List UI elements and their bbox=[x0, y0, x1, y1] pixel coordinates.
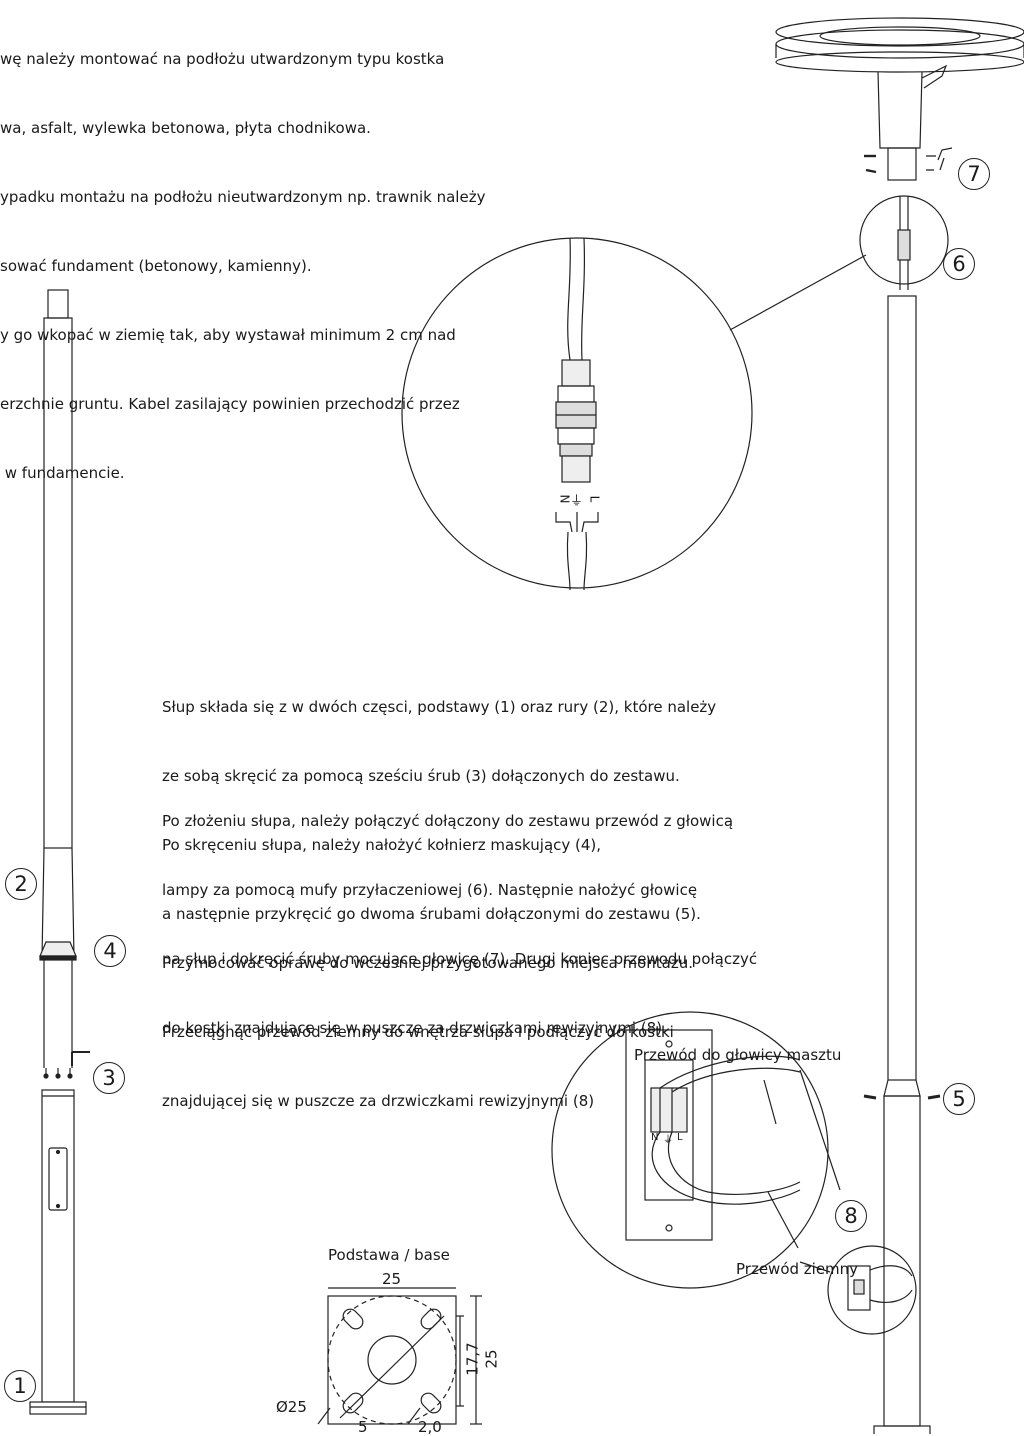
instruction-line: lampy za pomocą mufy przyłaczeniowej (6)… bbox=[162, 881, 698, 899]
fixing-screws-3 bbox=[43, 1068, 73, 1079]
intro-line: sować fundament (betonowy, kamienny). bbox=[0, 257, 312, 275]
base-plate-drawing bbox=[317, 1287, 482, 1425]
intro-line: ypadku montażu na podłożu nieutwardzonym… bbox=[0, 188, 486, 206]
revision-box-on-pole bbox=[799, 1245, 917, 1335]
instruction-line: na słup i dokręcić śruby mocujące głowic… bbox=[162, 950, 758, 968]
instruction-line: a następnie przykręcić go dwoma śrubami … bbox=[162, 905, 701, 923]
instruction-line: Po złożeniu słupa, należy połączyć dołąc… bbox=[162, 812, 734, 830]
hex-key bbox=[71, 1051, 90, 1066]
lamp-head bbox=[775, 17, 1024, 181]
callout-6: 6 bbox=[943, 248, 975, 280]
intro-line: wę należy montować na podłożu utwardzony… bbox=[0, 50, 445, 68]
dim-slot-length: 5 bbox=[358, 1418, 368, 1436]
intro-line: wa, asfalt, wylewka betonowa, płyta chod… bbox=[0, 119, 371, 137]
box-terminal-n: N bbox=[651, 1132, 659, 1143]
instruction-line: do kostki znajdujące się w puszcze za dr… bbox=[162, 1019, 667, 1037]
label-base-title: Podstawa / base bbox=[328, 1246, 450, 1264]
intro-line: erzchnie gruntu. Kabel zasilający powini… bbox=[0, 395, 460, 413]
instruction-line: znajdującej się w puszcze za drzwiczkami… bbox=[162, 1092, 595, 1110]
dim-slot-width: 2,0 bbox=[418, 1418, 442, 1436]
instruction-line: Słup składa się z w dwóch częsci, podsta… bbox=[162, 698, 717, 716]
assembled-pole bbox=[873, 295, 931, 1434]
intro-line: y go wkopać w ziemię tak, aby wystawał m… bbox=[0, 326, 456, 344]
pole-base-part bbox=[29, 1089, 87, 1415]
cable-connector-circle bbox=[859, 195, 949, 290]
terminal-l: L bbox=[587, 495, 602, 503]
callout-7: 7 bbox=[958, 158, 990, 190]
instruction-line: Przeciągnąć przewód ziemny do wnętrza sł… bbox=[162, 1023, 674, 1041]
masking-collar bbox=[39, 941, 77, 961]
dim-height: 25 bbox=[482, 1349, 501, 1369]
callout-2: 2 bbox=[5, 868, 37, 900]
collar-screws-5 bbox=[863, 1094, 941, 1100]
dim-bolt-circle: Ø25 bbox=[276, 1398, 307, 1416]
instructions-paragraph-3: Przymocować oprawę do wczesniej przygoto… bbox=[162, 906, 693, 1136]
terminal-earth-icon: ⏚ bbox=[570, 494, 584, 509]
head-fixing-screws bbox=[864, 147, 953, 174]
callout-1: 1 bbox=[4, 1370, 36, 1402]
callout-5: 5 bbox=[943, 1083, 975, 1115]
dim-hole-spacing: 17,7 bbox=[463, 1342, 482, 1376]
instructions-paragraph-1: Słup składa się z w dwóch częsci, podsta… bbox=[162, 650, 716, 949]
box-terminal-l: L bbox=[677, 1132, 683, 1143]
box-terminal-earth-icon: ⏚ bbox=[663, 1135, 673, 1146]
intro-line: w fundamencie. bbox=[0, 464, 125, 482]
junction-box-detail bbox=[551, 1011, 841, 1289]
callout-3: 3 bbox=[93, 1062, 125, 1094]
label-cable-to-head: Przewód do głowicy masztu bbox=[634, 1046, 842, 1064]
instruction-line: ze sobą skręcić za pomocą sześciu śrub (… bbox=[162, 767, 680, 785]
instruction-line: Przymocować oprawę do wczesniej przygoto… bbox=[162, 954, 694, 972]
label-ground-cable: Przewód ziemny bbox=[736, 1260, 859, 1278]
callout-8: 8 bbox=[835, 1200, 867, 1232]
dim-width: 25 bbox=[382, 1270, 402, 1288]
callout-4: 4 bbox=[94, 935, 126, 967]
intro-text: wę należy montować na podłożu utwardzony… bbox=[0, 2, 485, 508]
instruction-line: Po skręceniu słupa, należy nałożyć kołni… bbox=[162, 836, 602, 854]
connector-detail bbox=[401, 237, 867, 591]
instructions-paragraph-2: Po złożeniu słupa, należy połączyć dołąc… bbox=[162, 764, 757, 1063]
